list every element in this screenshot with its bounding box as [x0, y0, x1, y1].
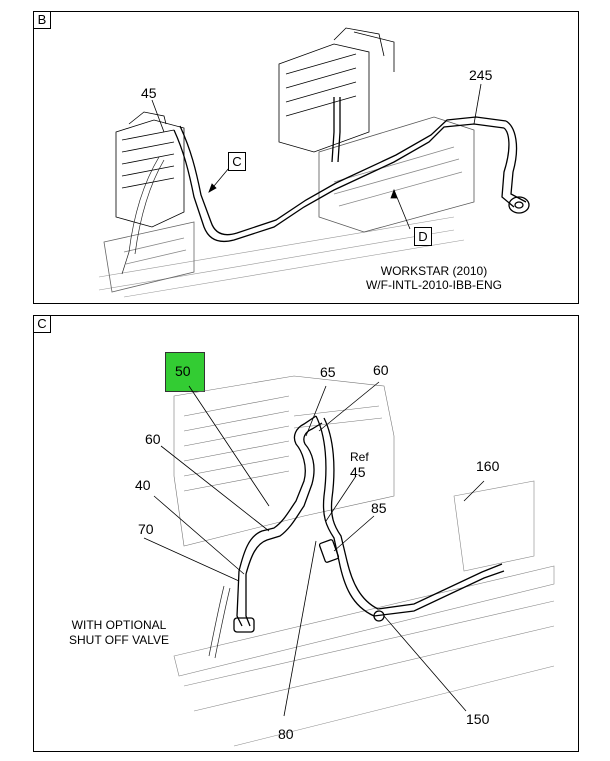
leader-lines — [151, 83, 482, 230]
panel-b: B — [33, 11, 579, 304]
view-marker-c: C — [228, 152, 246, 171]
callout-40: 40 — [135, 477, 151, 493]
callout-160: 160 — [476, 458, 500, 474]
panel-c-drawing — [143, 375, 555, 747]
highlight-box — [165, 352, 205, 392]
callout-45: 45 — [141, 85, 157, 101]
caption-line-2: W/F-INTL-2010-IBB-ENG — [365, 278, 503, 292]
panel-c: C — [33, 315, 579, 752]
frame-rail — [98, 216, 465, 298]
engine-block-right — [278, 27, 475, 233]
hose-harness — [173, 97, 530, 243]
callout-245: 245 — [469, 67, 493, 83]
callout-70: 70 — [138, 521, 154, 537]
engine-block-left — [103, 111, 195, 293]
panel-b-drawing — [98, 27, 530, 298]
coolant-hose — [233, 415, 505, 633]
caption-line-1: WORKSTAR (2010) — [380, 264, 488, 278]
view-marker-d: D — [414, 227, 432, 246]
panel-c-tag: C — [34, 316, 51, 333]
note-line-1: WITH OPTIONAL — [71, 618, 167, 632]
callout-65: 65 — [320, 364, 336, 380]
leader-lines — [143, 381, 485, 717]
frame-rail — [173, 480, 555, 747]
callout-60-left: 60 — [145, 431, 161, 447]
note-line-2: SHUT OFF VALVE — [68, 633, 170, 647]
callout-80: 80 — [278, 726, 294, 742]
callout-ref: Ref — [350, 450, 369, 464]
engine-block — [173, 375, 395, 547]
panel-b-tag: B — [34, 12, 51, 29]
wire-bundle — [208, 585, 231, 659]
callout-85: 85 — [371, 500, 387, 516]
wire-bundle — [121, 156, 165, 275]
callout-50: 50 — [175, 363, 191, 379]
callout-ref-45: 45 — [350, 464, 366, 480]
callout-150: 150 — [466, 711, 490, 727]
callout-60-top: 60 — [373, 362, 389, 378]
